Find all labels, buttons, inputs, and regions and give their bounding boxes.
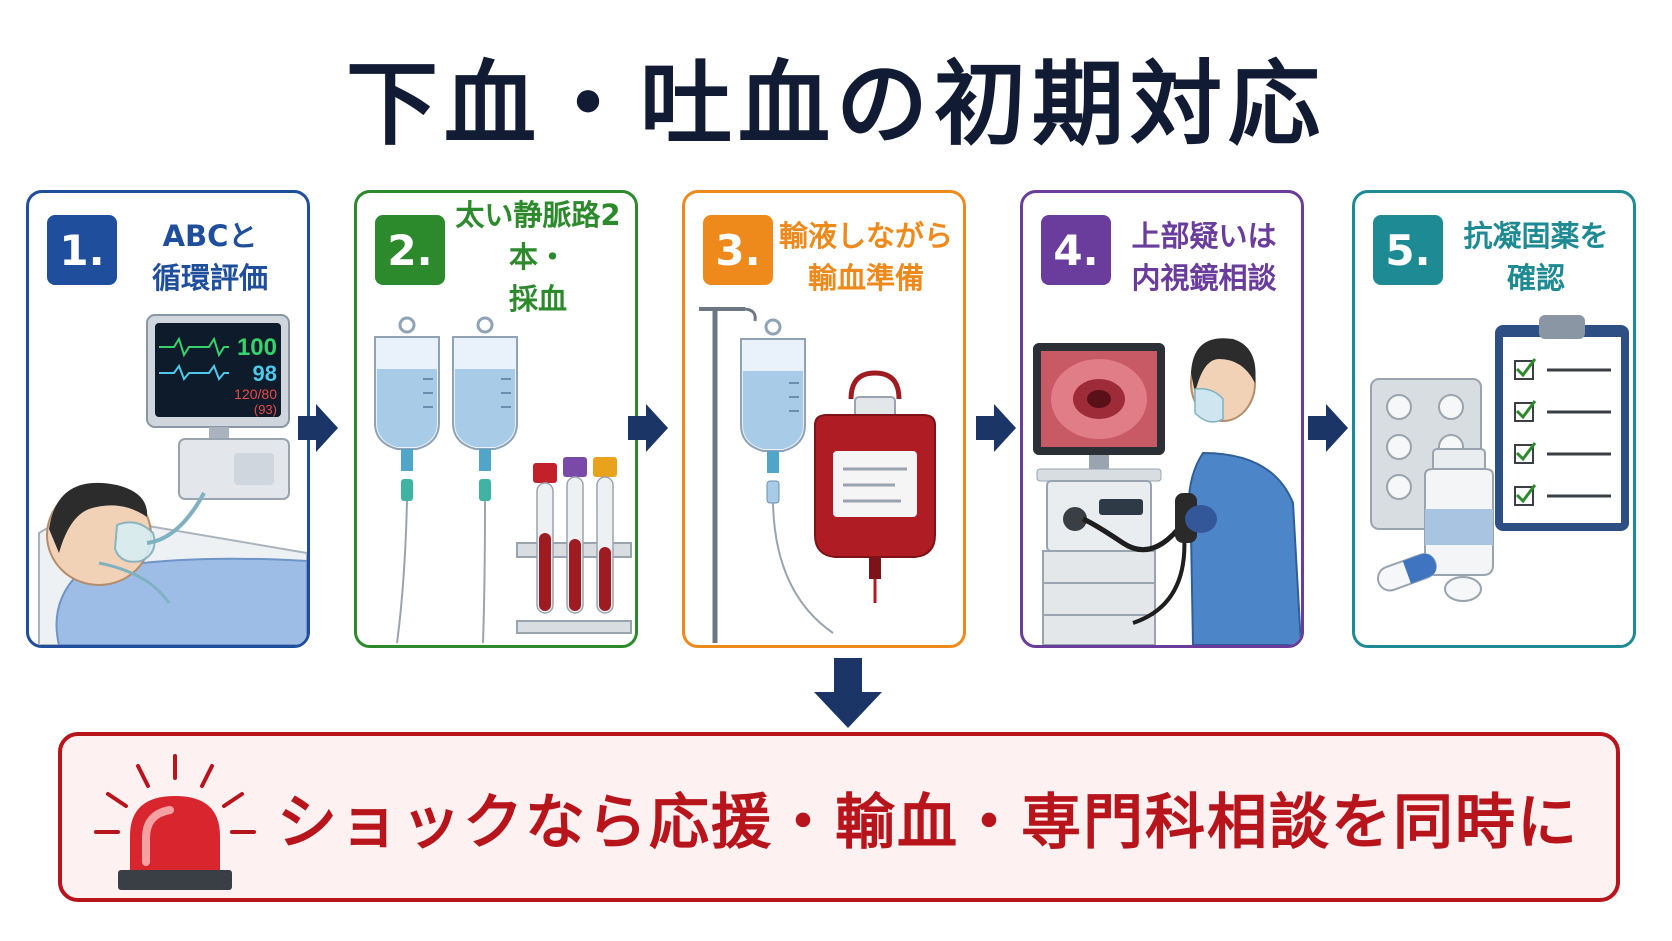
patient-monitor-icon: 100 98 120/80 (93)	[38, 314, 307, 645]
iv-and-blood-bag-icon	[699, 307, 936, 643]
monitor-spo2: 98	[253, 361, 277, 386]
monitor-hr: 100	[237, 334, 277, 361]
medication-checklist-icon	[1370, 315, 1629, 602]
step-number-badge: 4.	[1041, 215, 1111, 285]
step-number-badge: 1.	[47, 215, 117, 285]
step-label-line2: 輸血準備	[807, 261, 924, 295]
step-number-badge: 2.	[375, 215, 445, 285]
step-label: 抗凝固薬を 確認	[1445, 215, 1627, 299]
step-card-4: 4. 上部疑いは 内視鏡相談	[1020, 190, 1304, 648]
step-number-badge: 3.	[703, 215, 773, 285]
step-label-line2: 内視鏡相談	[1131, 261, 1277, 295]
monitor-bp: 120/80	[234, 386, 277, 402]
monitor-map: (93)	[254, 402, 277, 417]
page-title: 下血・吐血の初期対応	[345, 51, 1326, 158]
iv-bags-blood-tubes-icon	[374, 316, 632, 644]
step-label: ABCと 循環評価	[119, 215, 301, 299]
siren-icon	[94, 754, 256, 890]
arrow-right-icon	[1308, 404, 1348, 452]
arrow-right-icon	[628, 404, 668, 452]
step-card-2: 2. 太い静脈路2本・ 採血	[354, 190, 638, 648]
step-label: 上部疑いは 内視鏡相談	[1113, 215, 1295, 299]
step-card-1: 1. ABCと 循環評価 100 98 120/80 (93)	[26, 190, 310, 648]
step-label-line2: 循環評価	[151, 261, 268, 295]
step-label-line2: 確認	[1506, 261, 1565, 295]
step-label-line1: 輸液しながら	[778, 219, 953, 253]
arrow-right-icon	[298, 404, 338, 452]
step-label-line1: 抗凝固薬を	[1463, 219, 1609, 253]
alert-banner: ショックなら応援・輸血・専門科相談を同時に	[58, 732, 1620, 902]
arrow-down-icon	[814, 658, 882, 728]
endoscopy-icon	[1033, 338, 1301, 645]
step-label-line1: ABCと	[162, 219, 258, 253]
arrow-right-icon	[976, 404, 1016, 452]
step-label: 輸液しながら 輸血準備	[775, 215, 957, 299]
step-card-5: 5. 抗凝固薬を 確認	[1352, 190, 1636, 648]
step-label-line1: 上部疑いは	[1131, 219, 1277, 253]
step-label-line2: 採血	[508, 282, 567, 316]
step-label: 太い静脈路2本・ 採血	[447, 198, 629, 316]
step-label-line1: 太い静脈路2本・	[455, 198, 621, 274]
step-card-3: 3. 輸液しながら 輸血準備	[682, 190, 966, 648]
step-number-badge: 5.	[1373, 215, 1443, 285]
alert-message: ショックなら応援・輸血・専門科相談を同時に	[277, 787, 1579, 858]
